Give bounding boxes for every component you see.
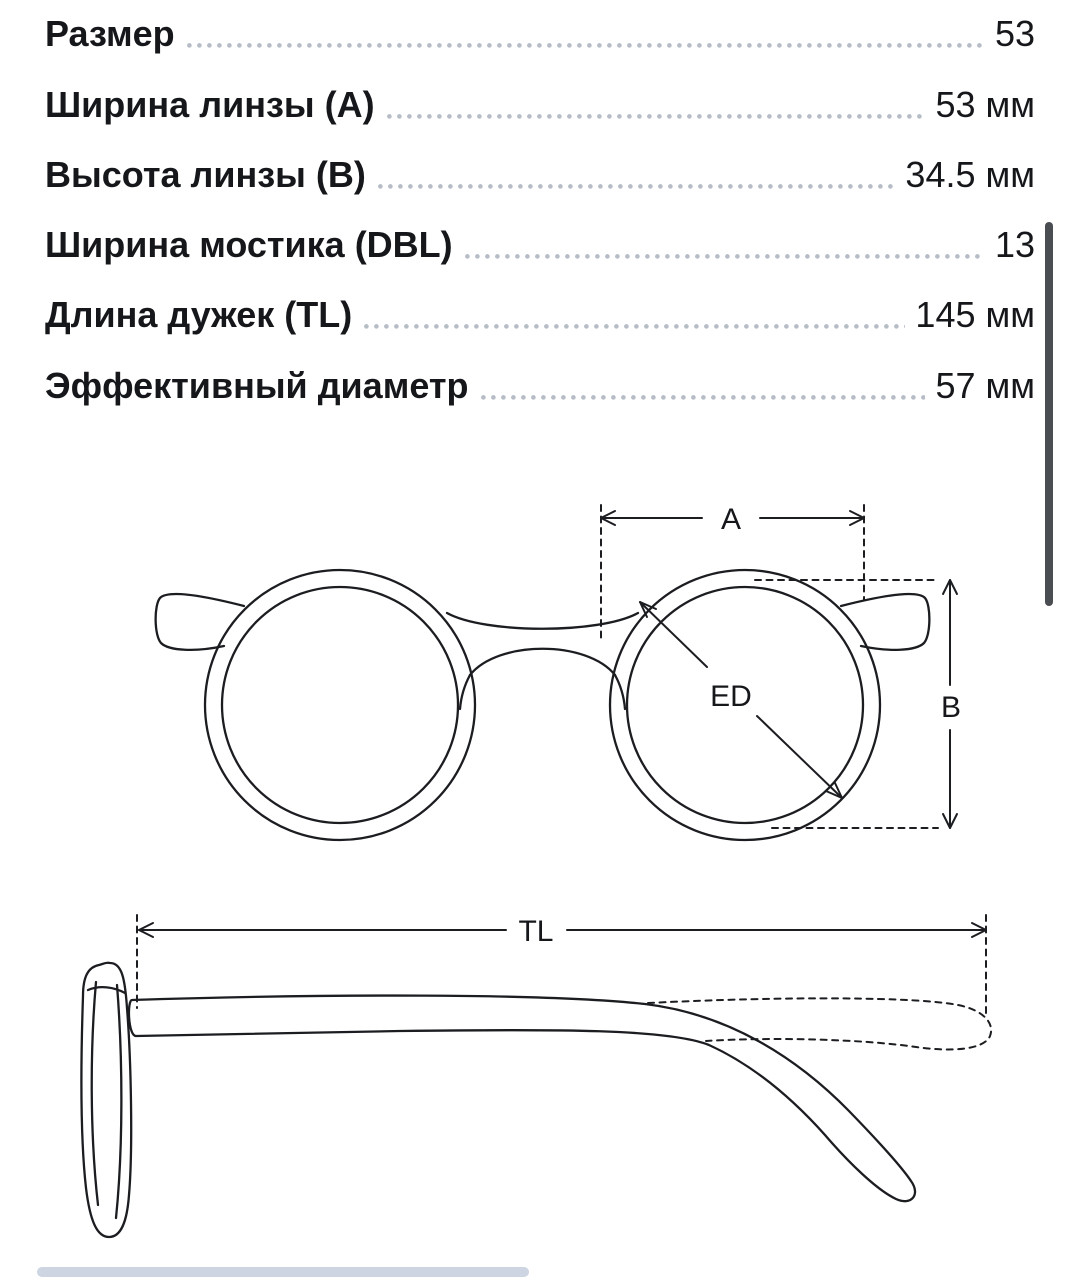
- b-label: B: [941, 691, 961, 724]
- left-lens-outer-rim: [203, 568, 477, 842]
- spec-row-effective-diameter: Эффективный диаметр 57 мм: [45, 355, 1035, 425]
- measurement-ed: ED: [639, 601, 843, 799]
- dotted-leader: [186, 43, 985, 49]
- bridge-cutout: [468, 647, 617, 677]
- spec-value: 13: [994, 224, 1035, 266]
- ed-arrow-line-lower: [756, 715, 843, 799]
- dotted-leader: [364, 324, 906, 330]
- frame-front-inner-line-1: [90, 980, 100, 1207]
- tl-label: TL: [518, 915, 553, 948]
- spec-label: Длина дужек (TL): [45, 294, 353, 336]
- frame-front-profile: [80, 961, 133, 1239]
- glasses-side-view: [80, 961, 993, 1239]
- specs-list: Размер 53 Ширина линзы (A) 53 мм Высота …: [0, 0, 1080, 426]
- ed-label: ED: [710, 680, 752, 713]
- frame-front-top-detail: [86, 986, 127, 995]
- left-lens-inner-rim: [220, 585, 460, 825]
- bridge-top-line: [445, 611, 640, 630]
- dotted-leader: [480, 394, 926, 400]
- b-arrowhead-bottom: [942, 813, 958, 829]
- glasses-front-view: [154, 568, 931, 842]
- ed-arrow-line-upper: [639, 601, 708, 668]
- spec-row-size: Размер 53: [45, 4, 1035, 74]
- right-lens-inner-rim: [625, 585, 865, 825]
- tl-arrowhead-right: [971, 922, 987, 938]
- right-endpiece: [839, 592, 931, 652]
- spec-label: Эффективный диаметр: [45, 364, 469, 406]
- nose-left-line: [458, 673, 472, 711]
- spec-value: 34.5 мм: [905, 153, 1035, 195]
- spec-label: Размер: [45, 13, 175, 55]
- dotted-leader: [464, 254, 985, 260]
- spec-value: 57 мм: [935, 364, 1035, 406]
- spec-row-bridge-width: Ширина мостика (DBL) 13: [45, 215, 1035, 285]
- left-endpiece: [154, 592, 246, 652]
- measurement-b: B: [754, 579, 961, 829]
- tl-arrowhead-left: [138, 922, 154, 938]
- horizontal-scroll-indicator[interactable]: [37, 1267, 529, 1277]
- vertical-scrollbar-thumb[interactable]: [1045, 222, 1053, 606]
- ed-arrowhead-upper: [639, 601, 657, 618]
- spec-label: Высота линзы (B): [45, 153, 366, 195]
- a-label: A: [721, 503, 741, 536]
- nose-right-line: [613, 673, 627, 711]
- temple-arm-straight-dashed: [647, 997, 993, 1051]
- a-arrowhead-left: [600, 510, 616, 526]
- ed-arrowhead-lower: [825, 782, 843, 799]
- frame-front-inner-line-2: [114, 983, 123, 1220]
- dotted-leader: [377, 183, 896, 189]
- spec-row-temple-length: Длина дужек (TL) 145 мм: [45, 285, 1035, 355]
- dotted-leader: [386, 113, 926, 119]
- measurement-tl: TL: [136, 914, 987, 1017]
- spec-row-lens-width: Ширина линзы (A) 53 мм: [45, 74, 1035, 144]
- spec-value: 53: [994, 13, 1035, 55]
- temple-arm-bent: [127, 994, 917, 1203]
- spec-row-lens-height: Высота линзы (B) 34.5 мм: [45, 145, 1035, 215]
- right-lens-outer-rim: [608, 568, 882, 842]
- a-arrowhead-right: [849, 510, 865, 526]
- spec-label: Ширина мостика (DBL): [45, 224, 453, 266]
- spec-value: 53 мм: [935, 83, 1035, 125]
- measurement-a: A: [600, 503, 865, 643]
- spec-label: Ширина линзы (A): [45, 83, 375, 125]
- spec-value: 145 мм: [915, 294, 1035, 336]
- b-arrowhead-top: [942, 579, 958, 595]
